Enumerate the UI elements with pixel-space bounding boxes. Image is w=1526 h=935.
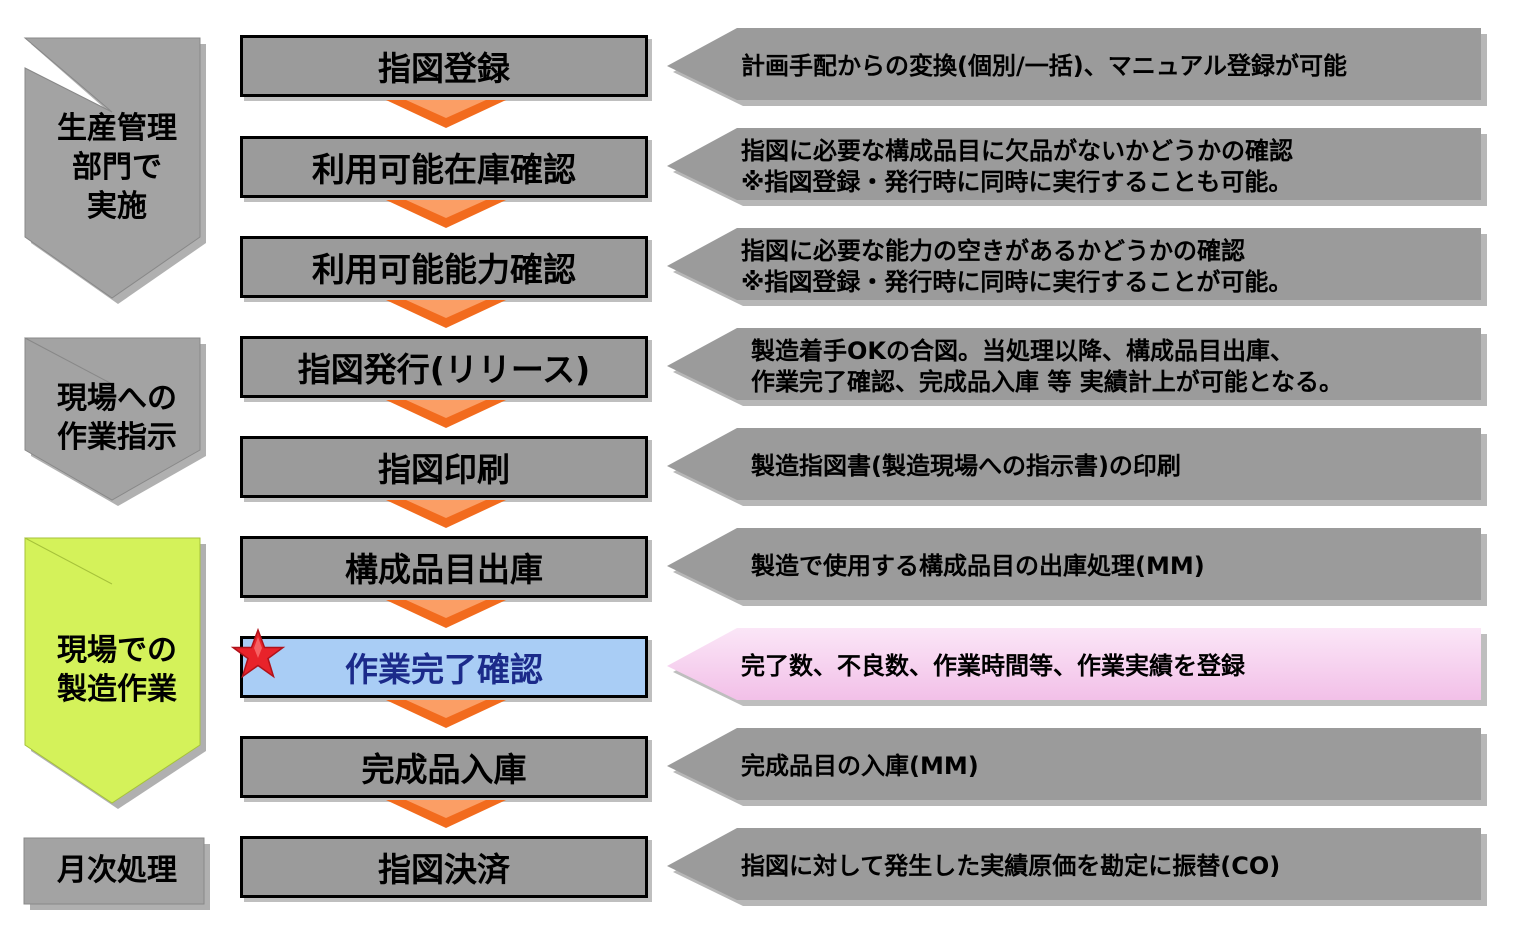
connector-arrow [386, 400, 506, 428]
desc-line: 製造で使用する構成品目の出庫処理(MM) [751, 552, 1205, 581]
callout-shape [667, 228, 1487, 306]
phase-chevron-shape [24, 337, 206, 506]
phase-chevron-shape [24, 537, 206, 809]
phase-label: 月次処理 [57, 852, 177, 888]
step-label: 指図印刷 [378, 450, 510, 489]
desc-line: ※指図登録・発行時に同時に実行することが可能。 [741, 268, 1293, 296]
step-order-registration[interactable]: 指図登録 [240, 35, 648, 97]
callout-shape [667, 428, 1487, 506]
phase-monthly: 月次処理 [22, 836, 212, 910]
desc-line: 製造着手OKの合図。当処理以降、構成品目出庫、 [751, 336, 1294, 365]
desc-callout: 指図に対して発生した実績原価を勘定に振替(CO) [665, 828, 1487, 906]
connector-arrow [386, 600, 506, 628]
desc-callout: 完成品目の入庫(MM) [665, 728, 1487, 806]
callout-shape [667, 728, 1487, 806]
step-label: 完成品入庫 [361, 750, 527, 789]
step-label: 作業完了確認 [345, 650, 543, 689]
phase-box-shape [23, 837, 210, 910]
desc-callout: 製造着手OKの合図。当処理以降、構成品目出庫、作業完了確認、完成品入庫 等 実績… [665, 328, 1487, 406]
step-order-settlement[interactable]: 指図決済 [240, 836, 648, 898]
desc-line: 作業完了確認、完成品入庫 等 実績計上が可能となる。 [751, 368, 1343, 396]
step-label: 利用可能在庫確認 [312, 150, 576, 189]
connector-arrow [386, 700, 506, 728]
phase-manufacturing: 現場での 製造作業 [22, 535, 212, 809]
step-label: 利用可能能力確認 [312, 250, 576, 289]
step-label: 指図登録 [378, 49, 510, 88]
connector-arrow [386, 300, 506, 328]
phase-label: 生産管理 部門で 実施 [57, 111, 177, 224]
desc-callout: 指図に必要な構成品目に欠品がないかどうかの確認 ※指図登録・発行時に同時に実行する… [665, 128, 1487, 206]
callout-shape [667, 328, 1487, 406]
desc-line: 完了数、不良数、作業時間等、作業実績を登録 [741, 652, 1245, 681]
desc-callout: 製造で使用する構成品目の出庫処理(MM) [665, 528, 1487, 606]
phase-work-instruction: 現場への 作業指示 [22, 335, 212, 506]
phase-planning: 生産管理 部門で 実施 [22, 35, 212, 304]
step-order-release[interactable]: 指図発行(リリース) [240, 336, 648, 398]
callout-shape [667, 28, 1487, 106]
step-capacity-check[interactable]: 利用可能能力確認 [240, 236, 648, 298]
desc-callout: 指図に必要な能力の空きがあるかどうかの確認 ※指図登録・発行時に同時に実行すること… [665, 228, 1487, 306]
connector-arrow [386, 200, 506, 228]
desc-line: 完成品目の入庫(MM) [741, 752, 979, 781]
desc-line: 製造指図書(製造現場への指示書)の印刷 [751, 452, 1181, 481]
desc-line: 指図に必要な構成品目に欠品がないかどうかの確認 [741, 136, 1293, 165]
step-label: 構成品目出庫 [345, 550, 543, 589]
step-component-issue[interactable]: 構成品目出庫 [240, 536, 648, 598]
desc-callout-highlight: 完了数、不良数、作業時間等、作業実績を登録 [665, 628, 1487, 706]
desc-line: 指図に対して発生した実績原価を勘定に振替(CO) [741, 852, 1281, 881]
callout-shape [667, 128, 1487, 206]
step-label: 指図決済 [378, 850, 510, 889]
phase-label: 現場での 製造作業 [57, 633, 177, 707]
step-work-confirmation[interactable]: 作業完了確認 [240, 636, 648, 698]
connector-arrow [386, 800, 506, 828]
connector-arrow [386, 100, 506, 128]
step-inventory-check[interactable]: 利用可能在庫確認 [240, 136, 648, 198]
star-icon [230, 628, 286, 679]
phase-chevron-shape [23, 37, 206, 304]
step-goods-receipt[interactable]: 完成品入庫 [240, 736, 648, 798]
phase-label: 現場への 作業指示 [57, 380, 177, 455]
step-label: 指図発行(リリース) [297, 350, 591, 389]
callout-shape [667, 628, 1487, 706]
connector-arrow [386, 500, 506, 528]
desc-line: 指図に必要な能力の空きがあるかどうかの確認 [741, 236, 1245, 265]
desc-callout: 計画手配からの変換(個別/一括)、マニュアル登録が可能 [665, 28, 1487, 106]
callout-shape [667, 828, 1487, 906]
callout-shape [667, 528, 1487, 606]
step-order-print[interactable]: 指図印刷 [240, 436, 648, 498]
desc-callout: 製造指図書(製造現場への指示書)の印刷 [665, 428, 1487, 506]
desc-line: 計画手配からの変換(個別/一括)、マニュアル登録が可能 [741, 52, 1347, 81]
desc-line: ※指図登録・発行時に同時に実行することも可能。 [741, 168, 1293, 196]
